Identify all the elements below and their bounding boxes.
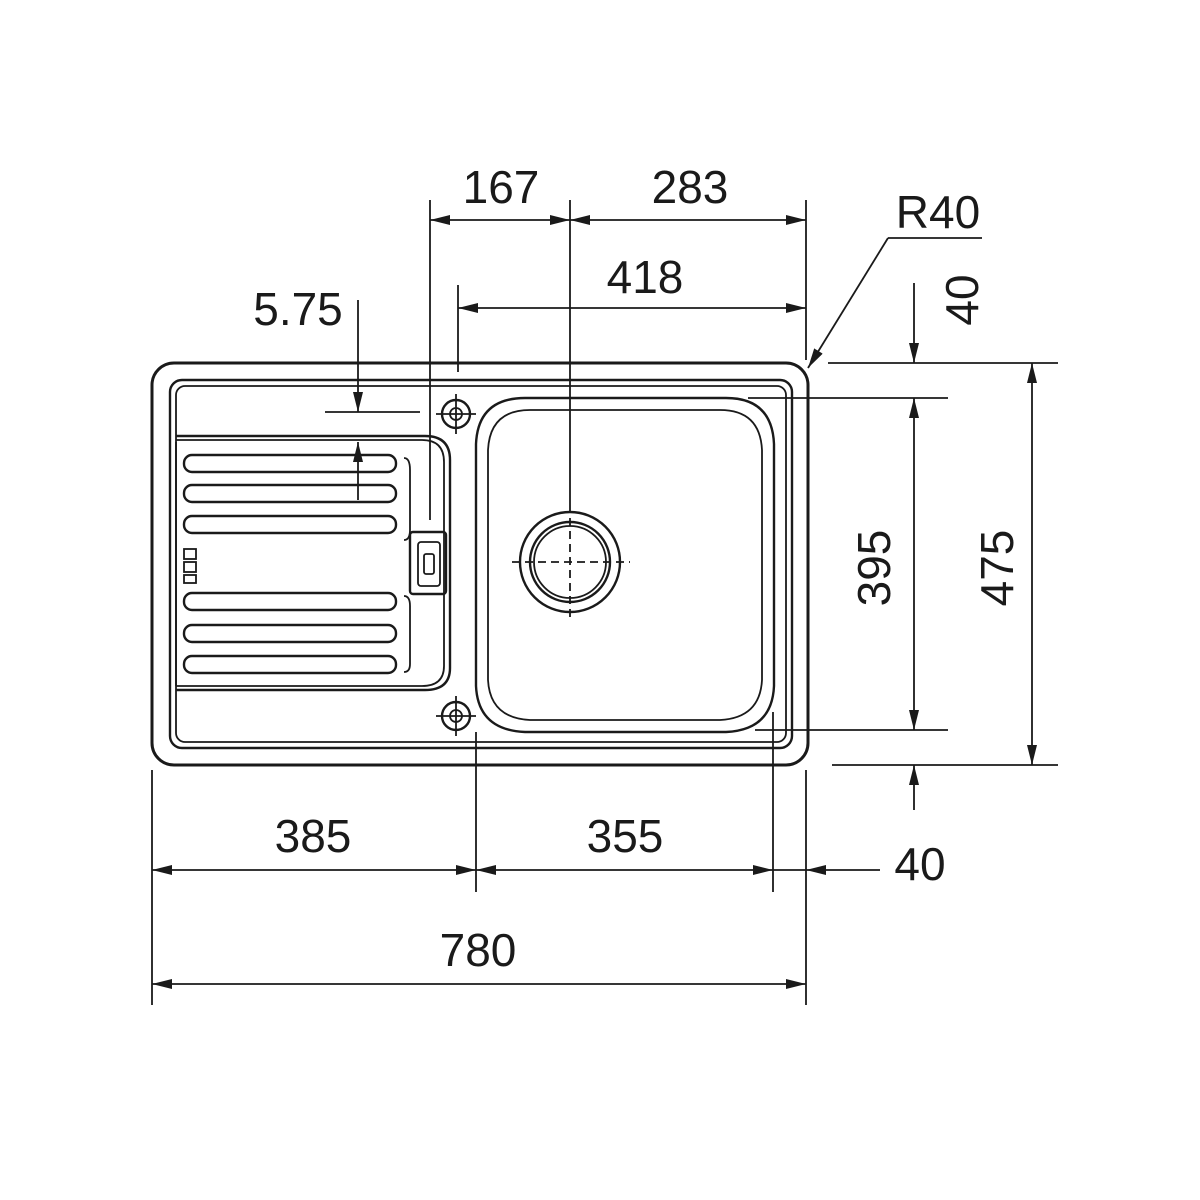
dim-label-r40: R40 (896, 186, 980, 238)
dim-label-575: 5.75 (253, 283, 343, 335)
dim-label-40-right: 40 (894, 838, 945, 890)
groove (182, 623, 398, 644)
dim-label-395: 395 (848, 530, 900, 607)
tap-hole-top (436, 394, 476, 434)
drainer-grooves (182, 453, 411, 675)
dim-label-283: 283 (652, 161, 729, 213)
groove (182, 483, 398, 504)
dim-label-40-top: 40 (936, 274, 988, 325)
groove (182, 453, 398, 474)
groove (182, 654, 398, 675)
drain-outlet (512, 505, 630, 622)
dim-label-475: 475 (971, 530, 1023, 607)
groove (182, 514, 398, 535)
dim-label-780: 780 (440, 924, 517, 976)
tap-hole-bottom (436, 696, 476, 736)
dim-label-418: 418 (607, 251, 684, 303)
radius-leader (807, 237, 982, 369)
dim-label-355: 355 (587, 810, 664, 862)
extension-lines-top (429, 200, 807, 520)
overflow-outlet (408, 530, 448, 596)
groove (182, 591, 398, 612)
dim-line-575 (325, 300, 420, 500)
dim-label-385: 385 (275, 810, 352, 862)
bowl (474, 396, 776, 734)
sink-outline (150, 361, 810, 767)
dim-label-167: 167 (463, 161, 540, 213)
